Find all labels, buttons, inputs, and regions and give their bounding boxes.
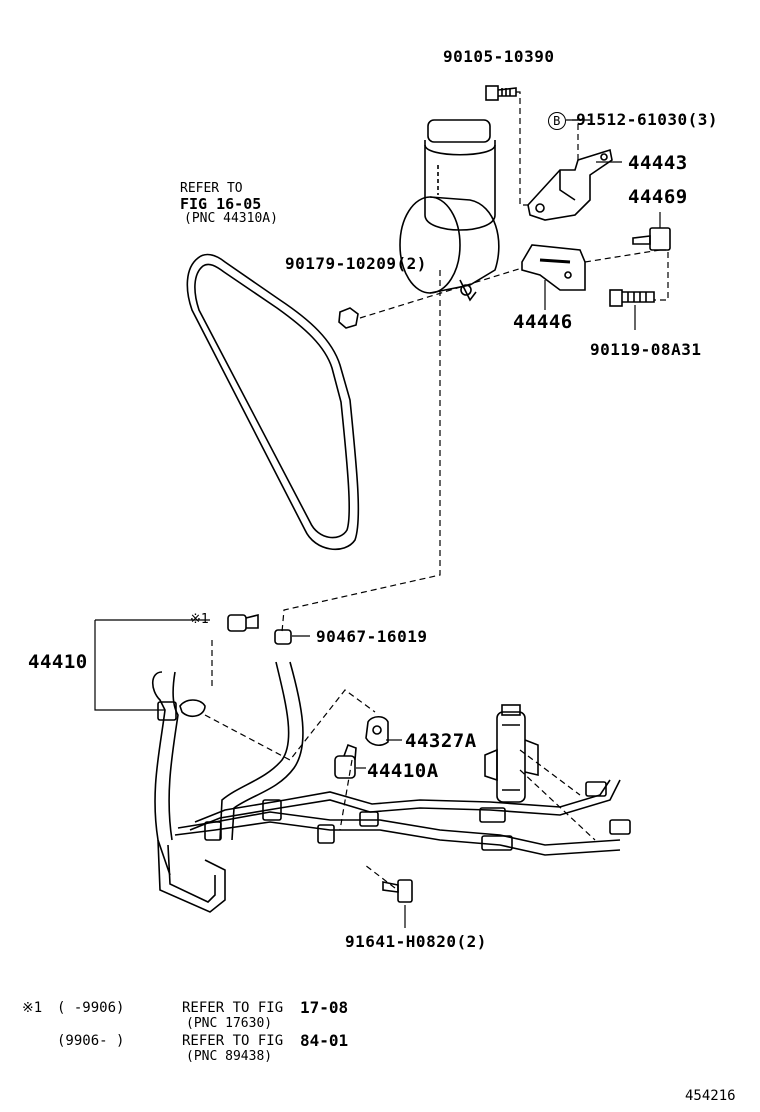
label-90179-10209[interactable]: 90179-10209(2) [285, 254, 427, 273]
label-44443[interactable]: 44443 [628, 152, 688, 174]
bolt-90105 [485, 85, 517, 101]
note-2-pnc: (PNC 89438) [186, 1049, 273, 1064]
bolt-90119 [609, 289, 655, 307]
nut-90179 [338, 307, 359, 329]
label-91641-H0820[interactable]: 91641-H0820(2) [345, 932, 487, 951]
note-1-range: ( -9906) [57, 1000, 125, 1016]
note-2-fig[interactable]: 84-01 [300, 1031, 349, 1050]
power-steering-pump [399, 119, 500, 302]
leader-solid [94, 119, 661, 928]
label-44446[interactable]: 44446 [513, 311, 573, 333]
bracket-44443 [527, 148, 613, 221]
bolt-91641 [382, 879, 413, 903]
marker-b: B [548, 112, 566, 130]
note-2-refer: REFER TO FIG [182, 1033, 284, 1049]
union-44410A [334, 743, 357, 779]
refer-belt-line3: (PNC 44310A) [184, 211, 278, 226]
stud-44469 [632, 227, 671, 251]
figure-id: 454216 [685, 1088, 736, 1104]
marker-switch: ※1 [190, 612, 209, 627]
label-91512-61030[interactable]: B 91512-61030(3) [548, 110, 718, 130]
label-44469[interactable]: 44469 [628, 186, 688, 208]
label-44410A[interactable]: 44410A [367, 760, 439, 782]
clamp-90467 [274, 629, 292, 645]
label-90105-10390[interactable]: 90105-10390 [443, 47, 555, 66]
leader-lines [204, 91, 669, 889]
label-91512-61030-text: 91512-61030(3) [576, 110, 718, 129]
refer-belt-line2[interactable]: FIG 16-05 [180, 195, 262, 213]
label-90467-16019[interactable]: 90467-16019 [316, 627, 428, 646]
label-90119-08A31[interactable]: 90119-08A31 [590, 340, 702, 359]
hose-clips [157, 699, 631, 851]
drive-belt [186, 253, 360, 551]
note-2-range: (9906- ) [57, 1033, 125, 1049]
label-44327A[interactable]: 44327A [405, 730, 477, 752]
hoses [151, 661, 621, 913]
note-1-pnc: (PNC 17630) [186, 1016, 273, 1031]
refer-belt-line1: REFER TO [180, 181, 243, 196]
label-44410[interactable]: 44410 [28, 651, 88, 673]
steering-gear [484, 704, 539, 803]
note-1-refer: REFER TO FIG [182, 1000, 284, 1016]
note-1-fig[interactable]: 17-08 [300, 998, 349, 1017]
note-1-mark: ※1 [22, 1000, 43, 1016]
bracket-44446 [521, 244, 586, 291]
pressure-switch [227, 613, 259, 632]
clip-44327A [365, 715, 389, 747]
